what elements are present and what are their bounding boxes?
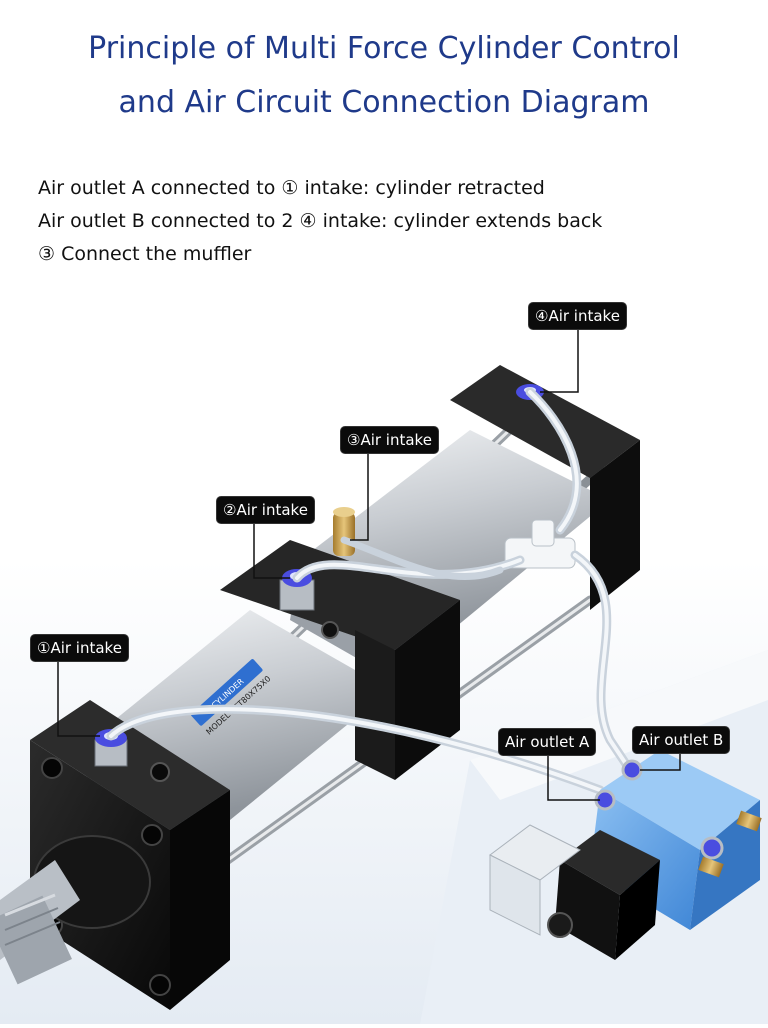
front-cap-hole-tr <box>141 824 163 846</box>
front-cap-screw <box>150 762 170 782</box>
callout-outlet-b: Air outlet B <box>632 726 731 754</box>
callout-outlet-a: Air outlet A <box>498 728 597 756</box>
note-outlet-b: Air outlet B connected to 2 ④ intake: cy… <box>38 210 603 232</box>
callout-intake-2: ②Air intake <box>216 496 315 524</box>
page-title-line-1: Principle of Multi Force Cylinder Contro… <box>88 31 680 66</box>
callout-intake-1: ①Air intake <box>30 634 129 662</box>
piston-rod <box>0 860 80 985</box>
rear-end-cap <box>450 365 640 610</box>
front-end-cap <box>30 700 230 1010</box>
valve-brass-muffler-2 <box>698 856 724 878</box>
note-outlet-a: Air outlet A connected to ① intake: cyli… <box>38 177 545 199</box>
callout-leaders <box>57 326 681 801</box>
middle-cap-bolt <box>321 621 339 639</box>
front-cap-hole-tl <box>41 757 63 779</box>
front-cap-hole-br <box>149 974 171 996</box>
callout-intake-4: ④Air intake <box>528 302 627 330</box>
note-muffler: ③ Connect the muffler <box>38 243 252 265</box>
page-title: Principle of Multi Force Cylinder Contro… <box>0 22 768 130</box>
muffler-intake-3 <box>333 507 355 556</box>
cylinder-diagram: CYLINDER MODEL SCT80X75X0 <box>0 280 768 1024</box>
connector-screw <box>547 912 573 938</box>
valve-brass-muffler-1 <box>736 810 762 832</box>
air-tubes <box>106 387 635 795</box>
cylinder-illustration: CYLINDER MODEL SCT80X75X0 <box>0 326 768 1024</box>
connection-notes: Air outlet A connected to ① intake: cyli… <box>38 172 738 271</box>
solenoid-valve <box>489 750 762 960</box>
valve-port-b <box>621 759 643 781</box>
callout-intake-3: ③Air intake <box>340 426 439 454</box>
valve-exhaust-port <box>700 836 724 860</box>
page-title-line-2: and Air Circuit Connection Diagram <box>118 85 650 120</box>
